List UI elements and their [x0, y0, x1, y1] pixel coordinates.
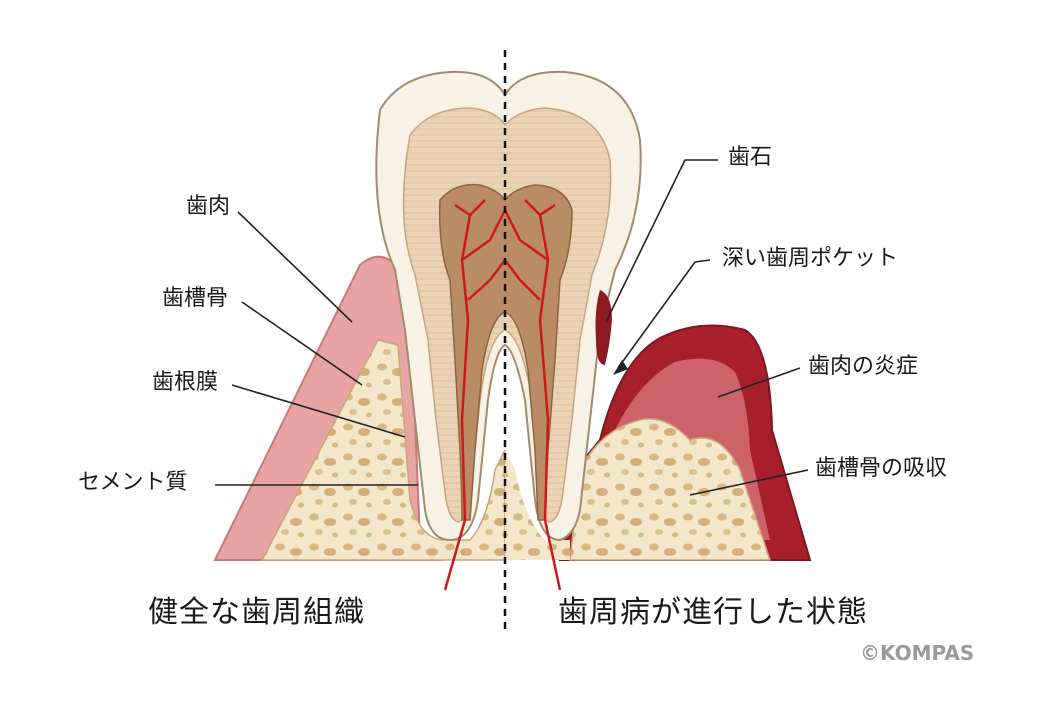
pocket-arrowhead	[613, 360, 628, 375]
label-cementum: セメント質	[78, 470, 188, 495]
label-bone-resorption: 歯槽骨の吸収	[815, 456, 948, 481]
label-periodontal-ligament: 歯根膜	[152, 370, 219, 395]
label-deep-pocket: 深い歯周ポケット	[722, 246, 899, 271]
caption-diseased: 歯周病が進行した状態	[558, 595, 868, 630]
label-calculus: 歯石	[728, 145, 773, 170]
leader-lines	[215, 159, 809, 496]
label-alveolar-bone: 歯槽骨	[162, 286, 229, 311]
resorbed-bone	[569, 418, 772, 561]
label-gum-inflammation: 歯肉の炎症	[808, 354, 919, 379]
healthy-alveolar-bone	[260, 339, 506, 561]
calculus-deposit	[595, 290, 612, 365]
lower-bone-right	[505, 450, 570, 560]
label-gum: 歯肉	[186, 194, 231, 219]
copyright-mark: ©KOMPAS	[860, 641, 975, 665]
caption-healthy: 健全な歯周組織	[148, 595, 365, 630]
